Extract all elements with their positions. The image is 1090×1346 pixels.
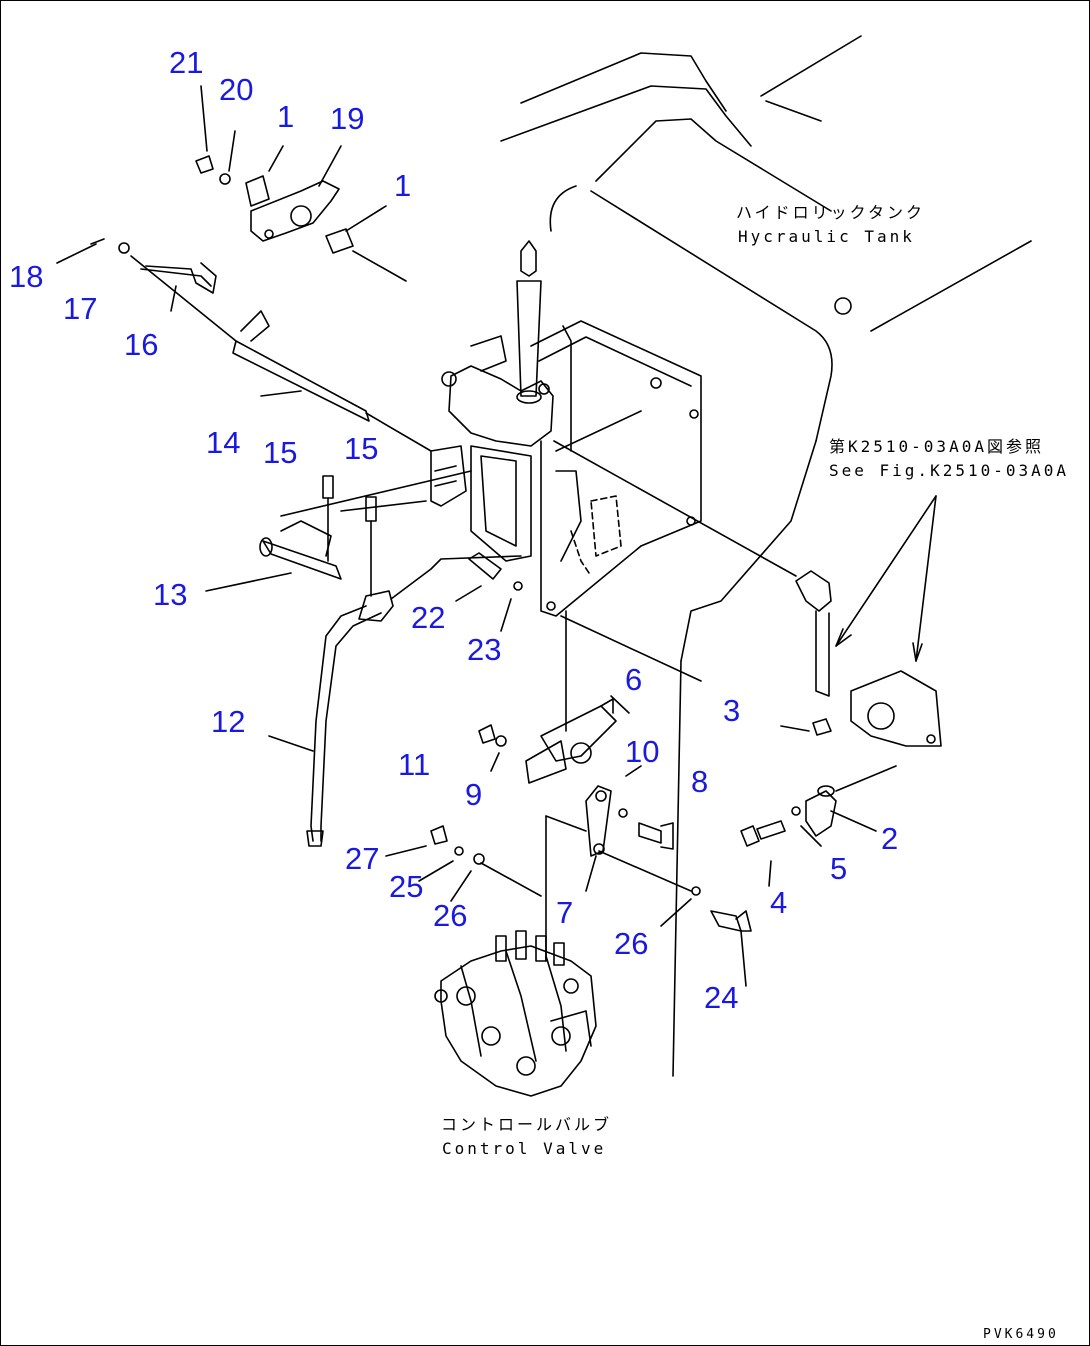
rod-assembly: [56, 238, 432, 452]
callout-number: 27: [345, 841, 380, 876]
callout-number: 11: [398, 747, 431, 782]
see-fig-label-jp: 第K2510-03A0A図参照: [829, 437, 1044, 456]
right-fittings: [553, 440, 942, 887]
callout-number: 17: [63, 291, 98, 326]
callout-number: 2: [881, 821, 899, 856]
control-valve: [434, 930, 597, 1097]
drawing-code: PVK6490: [983, 1327, 1059, 1342]
top-left-bracket: [195, 85, 407, 282]
callout-number: 3: [723, 693, 741, 728]
callout-number: 9: [465, 777, 483, 812]
callout-number: 13: [153, 577, 188, 612]
lever-box: [530, 320, 702, 617]
callout-number: 12: [211, 704, 246, 739]
see-fig-label-en: See Fig.K2510-03A0A: [829, 461, 1070, 480]
callout-number: 8: [691, 764, 709, 799]
hydraulic-tank-outline: [500, 35, 1032, 1077]
callout-number: 15: [263, 435, 298, 470]
hydraulic-tank-label-en: Hycraulic Tank: [738, 227, 915, 246]
bracket-6: [478, 610, 630, 784]
callout-number: 10: [625, 734, 660, 769]
control-valve-label-en: Control Valve: [442, 1139, 607, 1158]
callout-number: 18: [9, 259, 44, 294]
callout-number: 26: [433, 898, 468, 933]
callout-number: 1: [277, 99, 295, 134]
callout-number: 4: [770, 885, 788, 920]
callout-number: 14: [206, 425, 241, 460]
callout-number: 25: [389, 869, 424, 904]
main-lever: [430, 240, 554, 562]
callout-number: 21: [169, 45, 204, 80]
callout-number: 1: [394, 168, 412, 203]
rod-13-assembly: [205, 470, 472, 597]
callout-number: 16: [124, 327, 159, 362]
callout-number: 7: [556, 895, 574, 930]
callout-number: 26: [614, 926, 649, 961]
bottom-hardware: [385, 825, 752, 987]
callout-number: 22: [411, 600, 446, 635]
callout-number: 20: [219, 72, 254, 107]
lever-12: [268, 555, 522, 847]
callout-number: 24: [704, 980, 739, 1015]
callout-number: 6: [625, 662, 643, 697]
reference-arrows: [835, 495, 937, 662]
pin-22: [455, 552, 523, 632]
control-valve-label-jp: コントロールバルブ: [441, 1115, 613, 1134]
callout-number: 19: [330, 101, 365, 136]
callout-number: 5: [830, 851, 848, 886]
callout-number: 15: [344, 431, 379, 466]
callout-number: 23: [467, 632, 502, 667]
hydraulic-tank-label-jp: ハイドロリックタンク: [736, 203, 926, 222]
